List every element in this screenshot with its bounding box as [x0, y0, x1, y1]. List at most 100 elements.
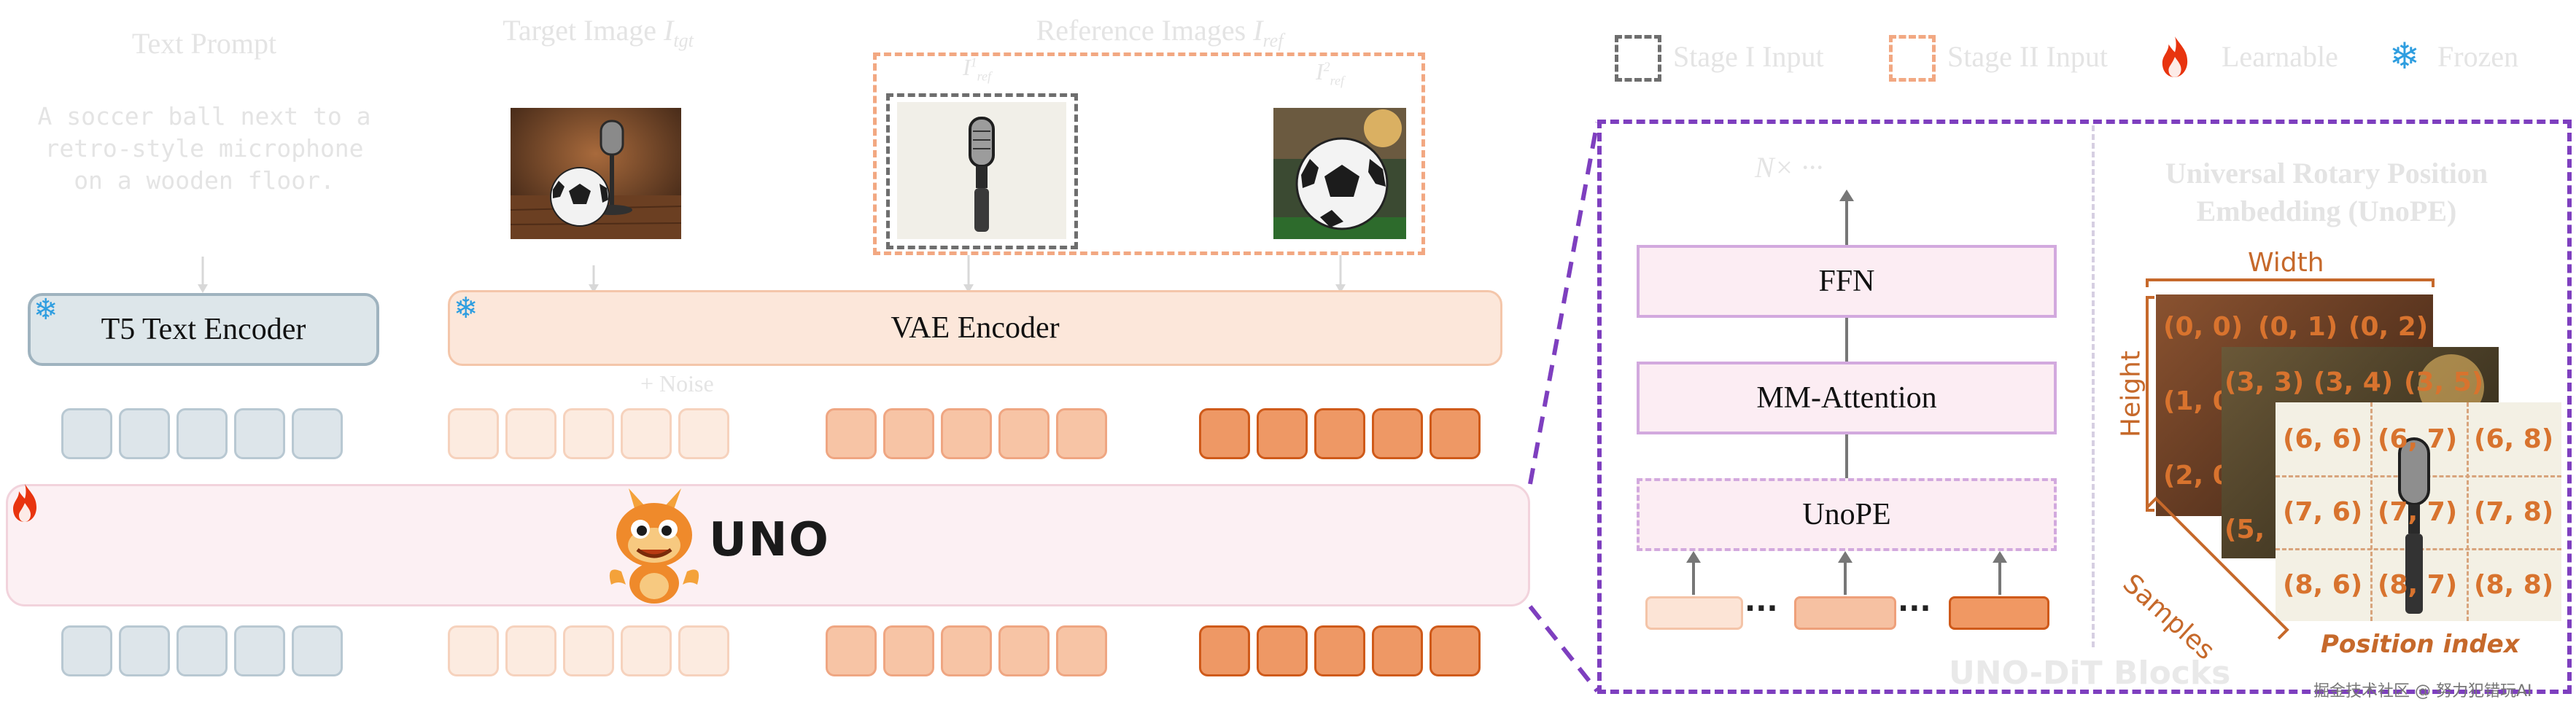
text-prompt: A soccer ball next to a retro-style micr…	[15, 101, 394, 197]
text-token	[234, 408, 285, 459]
ref1-token	[883, 625, 934, 676]
ref1-token	[998, 625, 1050, 676]
ref2-token	[1257, 408, 1308, 459]
reference-images-header: Reference Images Iref	[992, 13, 1327, 52]
ref2-token	[1199, 408, 1250, 459]
ref1-token	[1056, 408, 1107, 459]
dit-dots: ···	[1745, 592, 1778, 625]
fire-icon	[2162, 36, 2188, 77]
position-index-cell: (3, 3)	[2224, 367, 2305, 397]
uno-dragon-mascot	[600, 484, 709, 610]
noise-token	[621, 408, 672, 459]
panel-divider	[2092, 125, 2095, 647]
position-grid-3: (6, 6) (6, 7) (6, 8) (7, 6) (7, 7) (7, 8…	[2276, 402, 2561, 621]
text-token	[234, 625, 285, 676]
grid3-lines-v1	[2370, 402, 2373, 621]
ref-label-2-symbol: I	[1316, 58, 1324, 85]
legend-frozen-icon: ❄	[2389, 35, 2420, 77]
ref1-token	[826, 625, 877, 676]
width-label: Width	[2248, 248, 2324, 278]
position-index-cell: (0, 1)	[2258, 312, 2338, 342]
noise-token	[678, 625, 729, 676]
text-token	[61, 408, 112, 459]
frozen-icon: ❄	[454, 292, 478, 325]
unope-dimension-brackets	[2146, 278, 2435, 512]
ref2-token	[1429, 625, 1481, 676]
legend-learnable-icon	[2159, 35, 2191, 82]
position-index-cell: (3, 5)	[2404, 367, 2484, 397]
reference-images-symbol: I	[1253, 14, 1263, 47]
mm-attention-block: MM-Attention	[1637, 362, 2057, 434]
position-index-cell: (7, 7)	[2378, 497, 2458, 527]
samples-bracket	[2146, 496, 2289, 640]
vae-encoder-label: VAE Encoder	[891, 311, 1060, 345]
ffn-label: FFN	[1818, 265, 1875, 298]
noise-token	[505, 625, 556, 676]
unope-title: Universal Rotary Position Embedding (Uno…	[2115, 155, 2538, 230]
target-image-subscript: tgt	[673, 30, 694, 51]
dit-input-token-dark	[1949, 596, 2049, 630]
ref2-token	[1372, 408, 1423, 459]
ref1-token	[883, 408, 934, 459]
ref-label-1: I1ref	[963, 54, 991, 84]
height-label: Height	[2116, 351, 2146, 438]
unope-block: UnoPE	[1637, 478, 2057, 551]
position-index-cell: (6, 6)	[2283, 424, 2363, 454]
ref2-token	[1314, 408, 1365, 459]
text-token	[292, 625, 343, 676]
text-token	[119, 625, 170, 676]
grid3-lines-v2	[2467, 402, 2469, 621]
target-image-symbol: I	[664, 14, 674, 47]
target-image-art	[511, 108, 681, 239]
position-index-cell: (8, 6)	[2283, 570, 2363, 600]
frozen-icon: ❄	[34, 293, 58, 327]
uno-dit-blocks-title: UNO-DiT Blocks	[1949, 655, 2231, 692]
noise-token	[678, 408, 729, 459]
ref2-token	[1429, 408, 1481, 459]
t5-text-encoder-label: T5 Text Encoder	[101, 313, 306, 346]
ref-label-1-symbol: I	[963, 54, 971, 80]
legend-stage1-swatch	[1615, 35, 1661, 82]
unope-label: UnoPE	[1802, 498, 1891, 531]
legend: Stage I Input Stage II Input Learnable ❄…	[1615, 29, 2570, 87]
text-token	[61, 625, 112, 676]
noise-token	[563, 408, 614, 459]
mm-attention-label: MM-Attention	[1756, 381, 1937, 415]
watermark: 掘金技术社区 @ 努力犯错玩AI	[2313, 682, 2532, 701]
reference-images-subscript: ref	[1262, 30, 1284, 51]
text-token	[176, 408, 228, 459]
ref1-token	[941, 408, 992, 459]
text-token	[119, 408, 170, 459]
ref1-token	[998, 408, 1050, 459]
uno-dit-zoom-panel	[1597, 120, 2572, 694]
position-index-label: Position index	[2321, 630, 2520, 659]
ref2-token	[1257, 625, 1308, 676]
legend-frozen-label: Frozen	[2437, 40, 2519, 73]
stage1-reference-frame	[886, 93, 1078, 249]
noise-token	[505, 408, 556, 459]
prompt-line: A soccer ball next to a	[37, 102, 371, 130]
dit-dots: ···	[1898, 592, 1931, 625]
position-index-cell: (6, 8)	[2474, 424, 2554, 454]
ffn-block: FFN	[1637, 245, 2057, 318]
uno-model-bar	[6, 484, 1530, 606]
microphone-art	[897, 102, 1066, 239]
ref-label-1-sub: ref	[977, 69, 991, 84]
ref2-token	[1314, 625, 1365, 676]
ref-label-1-sup: 1	[970, 55, 977, 70]
position-index-cell: (6, 7)	[2378, 424, 2458, 454]
legend-stage2-swatch	[1889, 35, 1936, 82]
unope-input-arrows	[1686, 551, 2007, 595]
dit-arrows	[1839, 190, 1854, 478]
n-times-label: N× ···	[1755, 151, 1823, 184]
position-index-cell: (0, 0)	[2163, 312, 2243, 342]
dragon-icon	[609, 488, 699, 604]
text-token	[176, 625, 228, 676]
stage2-reference-frame	[873, 52, 1425, 255]
position-index-cell: (0, 2)	[2348, 312, 2429, 342]
ref-label-2-sub: ref	[1330, 73, 1344, 88]
reference-images-header-text: Reference Images	[1036, 14, 1254, 47]
reference-image-soccer-ball	[1273, 108, 1406, 239]
soccer-ball-art	[1273, 108, 1406, 239]
